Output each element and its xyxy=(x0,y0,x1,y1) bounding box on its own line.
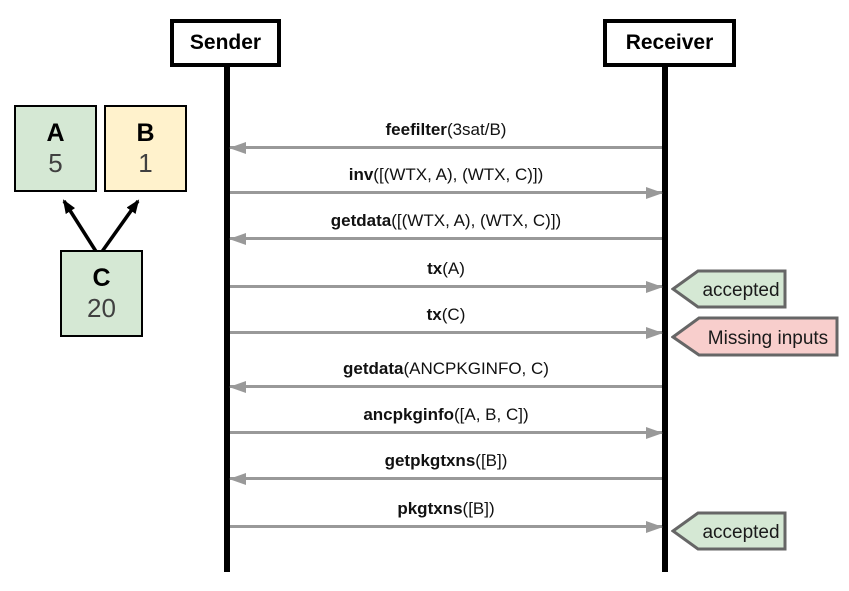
message-name: pkgtxns xyxy=(397,499,463,518)
message-name: ancpkginfo xyxy=(363,405,455,424)
message-tx-c-label: tx(C) xyxy=(230,304,662,326)
tx-node-a: A 5 xyxy=(14,105,97,192)
arrow-to-sender xyxy=(230,146,662,149)
tag-shape xyxy=(671,511,787,551)
message-args: ([B]) xyxy=(462,499,495,518)
message-name: feefilter xyxy=(385,120,447,139)
arrow-to-receiver xyxy=(230,285,662,288)
message-ancpkginfo: ancpkginfo([A, B, C]) xyxy=(230,404,662,434)
message-getdata-wtx-label: getdata([(WTX, A), (WTX, C)]) xyxy=(230,210,662,232)
message-getdata-ancpkginfo-label: getdata(ANCPKGINFO, C) xyxy=(230,358,662,380)
arrow-to-receiver xyxy=(230,431,662,434)
actor-sender-box: Sender xyxy=(170,19,281,67)
message-args: (3sat/B) xyxy=(446,120,507,139)
tag-label: Missing inputs xyxy=(708,328,828,349)
tag-missing-inputs-tx-c: Missing inputs xyxy=(671,316,839,357)
edge-c-to-a-arrow xyxy=(62,199,99,254)
message-args: (A) xyxy=(442,259,465,278)
tag-shape xyxy=(671,316,839,357)
message-getdata-ancpkginfo: getdata(ANCPKGINFO, C) xyxy=(230,358,662,388)
dag-edge-arrows xyxy=(62,199,140,255)
tx-node-a-value: 5 xyxy=(48,148,63,178)
arrow-to-receiver xyxy=(230,191,662,194)
arrow-to-receiver xyxy=(230,525,662,528)
message-feefilter: feefilter(3sat/B) xyxy=(230,119,662,149)
message-name: inv xyxy=(348,165,374,184)
arrow-to-receiver xyxy=(230,331,662,334)
message-getdata-wtx: getdata([(WTX, A), (WTX, C)]) xyxy=(230,210,662,240)
tag-accepted-tx-a: accepted xyxy=(671,269,787,309)
message-pkgtxns: pkgtxns([B]) xyxy=(230,498,662,528)
sender-lifeline xyxy=(224,67,230,572)
tx-node-c-label: C xyxy=(92,264,111,292)
message-args: (ANCPKGINFO, C) xyxy=(403,359,549,378)
actor-sender-label: Sender xyxy=(189,31,262,54)
message-name: getpkgtxns xyxy=(384,451,476,470)
message-name: getdata xyxy=(343,359,404,378)
message-inv: inv([(WTX, A), (WTX, C)]) xyxy=(230,164,662,194)
arrow-to-sender xyxy=(230,477,662,480)
tag-label: accepted xyxy=(702,522,779,543)
tx-node-c-value: 20 xyxy=(87,293,116,323)
tag-label: accepted xyxy=(702,280,779,301)
message-tx-c: tx(C) xyxy=(230,304,662,334)
tag-shape xyxy=(671,269,787,309)
arrow-to-sender xyxy=(230,385,662,388)
message-name: tx xyxy=(426,305,442,324)
message-feefilter-label: feefilter(3sat/B) xyxy=(230,119,662,141)
message-inv-label: inv([(WTX, A), (WTX, C)]) xyxy=(230,164,662,186)
edge-c-to-b-arrow xyxy=(99,199,140,255)
message-getpkgtxns: getpkgtxns([B]) xyxy=(230,450,662,480)
tx-node-b-value: 1 xyxy=(138,148,153,178)
message-tx-a-label: tx(A) xyxy=(230,258,662,280)
message-args: ([A, B, C]) xyxy=(454,405,529,424)
message-args: ([(WTX, A), (WTX, C)]) xyxy=(373,165,544,184)
message-tx-a: tx(A) xyxy=(230,258,662,288)
tag-accepted-pkgtxns: accepted xyxy=(671,511,787,551)
tx-node-c: C 20 xyxy=(60,250,143,337)
receiver-lifeline xyxy=(662,67,668,572)
message-pkgtxns-label: pkgtxns([B]) xyxy=(230,498,662,520)
message-args: (C) xyxy=(441,305,466,324)
tx-node-b: B 1 xyxy=(104,105,187,192)
message-name: tx xyxy=(427,259,443,278)
actor-receiver-box: Receiver xyxy=(603,19,736,67)
tx-node-b-label: B xyxy=(136,119,155,147)
actor-receiver-label: Receiver xyxy=(625,31,714,54)
message-getpkgtxns-label: getpkgtxns([B]) xyxy=(230,450,662,472)
tx-node-a-label: A xyxy=(46,119,65,147)
arrow-to-sender xyxy=(230,237,662,240)
message-args: ([(WTX, A), (WTX, C)]) xyxy=(391,211,562,230)
message-ancpkginfo-label: ancpkginfo([A, B, C]) xyxy=(230,404,662,426)
message-args: ([B]) xyxy=(475,451,508,470)
message-name: getdata xyxy=(330,211,392,230)
